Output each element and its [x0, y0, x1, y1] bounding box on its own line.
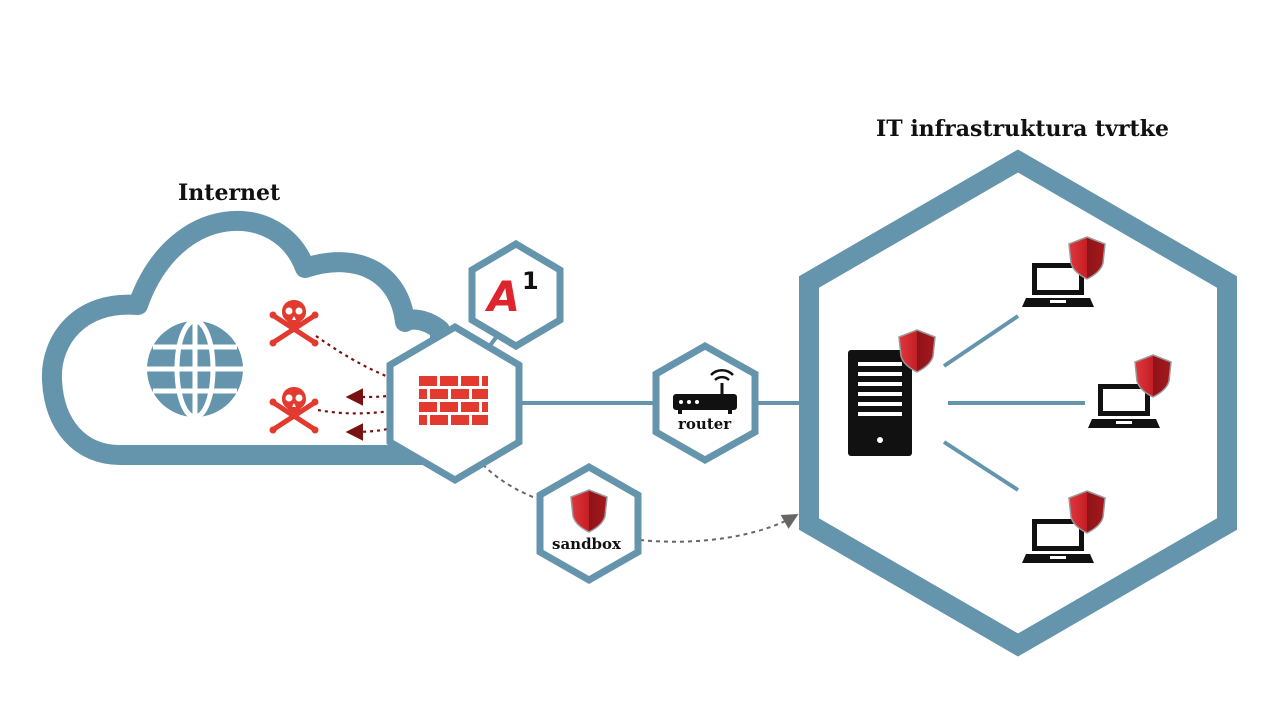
- router-icon: [673, 368, 737, 414]
- svg-text:A: A: [484, 272, 520, 321]
- firewall-to-sandbox-arrow: [459, 431, 541, 501]
- router-label: router: [678, 415, 732, 433]
- globe-icon: [147, 318, 243, 420]
- sandbox-to-company-arrow: [639, 514, 799, 543]
- firewall-brick-icon: [419, 376, 488, 425]
- internet-label: Internet: [178, 180, 281, 206]
- server-icon: [848, 350, 912, 456]
- skull-crossbones-icon: [270, 300, 319, 347]
- sandbox-label: sandbox: [552, 535, 621, 553]
- svg-text:1: 1: [522, 267, 539, 295]
- a1-hexagon: [468, 239, 564, 351]
- skull-crossbones-icon: [270, 387, 319, 434]
- company-infrastructure-label: IT infrastruktura tvrtke: [876, 116, 1169, 142]
- a1-logo: A 1: [484, 267, 538, 321]
- internet-cloud: [41, 211, 450, 465]
